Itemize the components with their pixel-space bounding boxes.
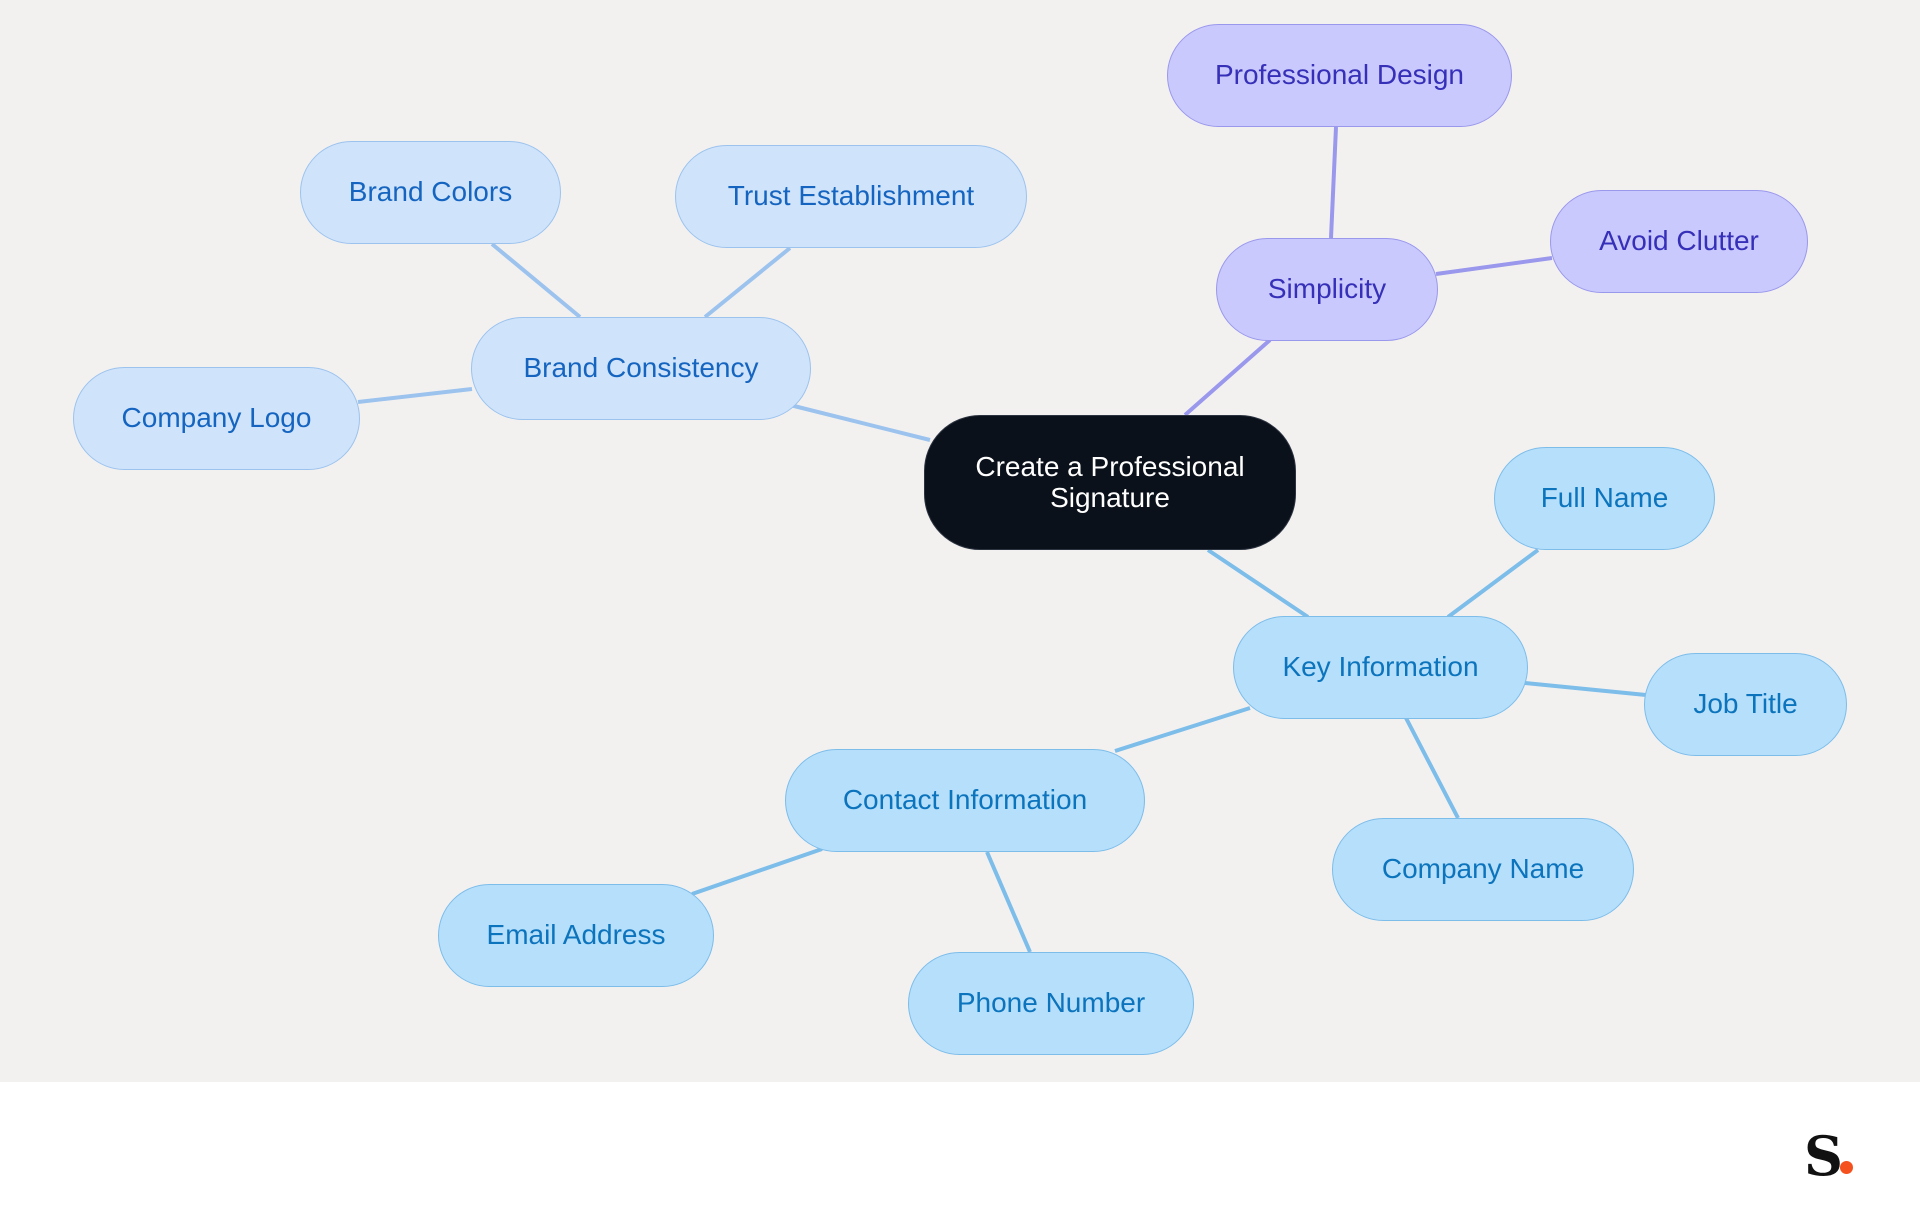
node-phone-number-label: Phone Number xyxy=(956,987,1146,1019)
node-brand-consistency-label: Brand Consistency xyxy=(523,352,759,384)
node-contact-information-label: Contact Information xyxy=(842,784,1088,816)
edge-job-title xyxy=(1524,681,1647,697)
node-avoid-clutter-label: Avoid Clutter xyxy=(1599,225,1759,257)
node-key-information: Key Information xyxy=(1233,616,1528,719)
edge-trust-establishment xyxy=(703,246,792,319)
node-company-name-label: Company Name xyxy=(1381,853,1585,885)
node-avoid-clutter: Avoid Clutter xyxy=(1550,190,1808,293)
node-job-title-label: Job Title xyxy=(1693,688,1798,720)
edge-phone-number xyxy=(985,851,1032,953)
node-job-title: Job Title xyxy=(1644,653,1847,756)
edge-avoid-clutter xyxy=(1435,256,1553,276)
node-company-logo: Company Logo xyxy=(73,367,360,470)
edge-professional-design xyxy=(1329,126,1338,239)
node-full-name: Full Name xyxy=(1494,447,1715,550)
node-simplicity-label: Simplicity xyxy=(1267,273,1387,305)
edge-full-name xyxy=(1446,548,1540,619)
node-email-address: Email Address xyxy=(438,884,714,987)
edge-contact-information xyxy=(1114,706,1251,753)
brand-logo-letter: S xyxy=(1804,1124,1843,1188)
node-simplicity: Simplicity xyxy=(1216,238,1438,341)
node-phone-number: Phone Number xyxy=(908,952,1194,1055)
brand-logo: S xyxy=(1804,1126,1864,1186)
edge-root-brand-consistency xyxy=(789,403,931,442)
root-node: Create a Professional Signature xyxy=(924,415,1296,550)
mindmap-edges xyxy=(357,126,1647,953)
node-brand-colors-label: Brand Colors xyxy=(348,176,513,208)
edge-root-simplicity xyxy=(1183,338,1272,417)
node-brand-colors: Brand Colors xyxy=(300,141,561,244)
edge-company-logo xyxy=(357,387,473,404)
node-brand-consistency: Brand Consistency xyxy=(471,317,811,420)
footer-bar xyxy=(0,1082,1920,1215)
mindmap-canvas: Create a Professional Signature Brand Co… xyxy=(0,0,1920,1082)
node-full-name-label: Full Name xyxy=(1540,482,1669,514)
edge-brand-colors xyxy=(490,242,582,319)
node-company-logo-label: Company Logo xyxy=(121,402,312,434)
root-node-label: Create a Professional Signature xyxy=(975,451,1245,513)
node-email-address-label: Email Address xyxy=(486,919,666,951)
brand-logo-dot-icon xyxy=(1840,1161,1853,1174)
node-contact-information: Contact Information xyxy=(785,749,1145,852)
node-professional-design-label: Professional Design xyxy=(1214,59,1465,91)
node-key-information-label: Key Information xyxy=(1282,651,1479,683)
node-trust-establishment: Trust Establishment xyxy=(675,145,1027,248)
node-trust-establishment-label: Trust Establishment xyxy=(727,180,975,212)
edge-root-key-information xyxy=(1206,548,1310,619)
node-professional-design: Professional Design xyxy=(1167,24,1512,127)
edge-company-name xyxy=(1404,717,1460,819)
node-company-name: Company Name xyxy=(1332,818,1634,921)
edge-email-address xyxy=(691,847,823,896)
